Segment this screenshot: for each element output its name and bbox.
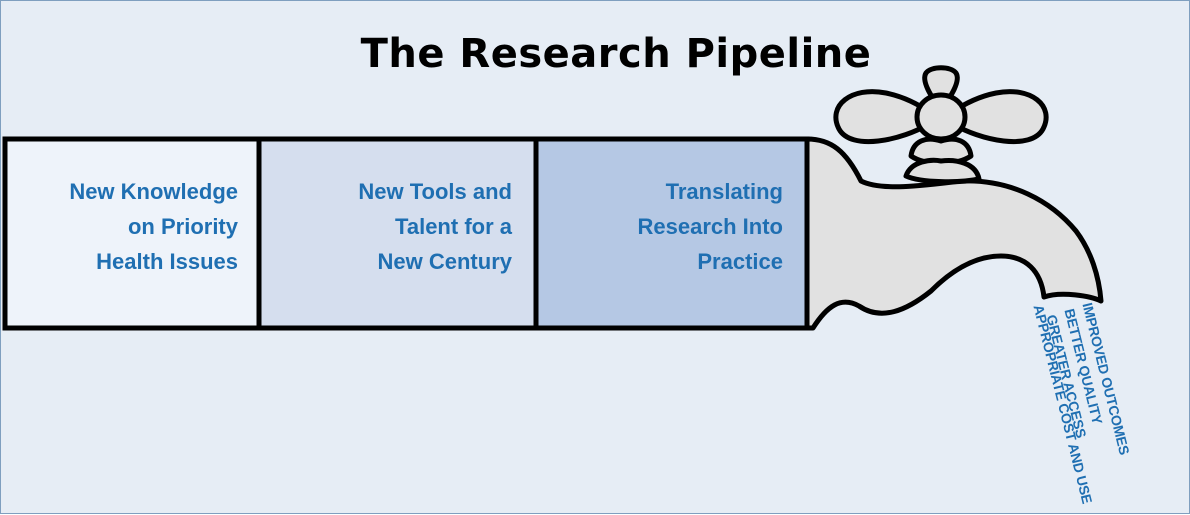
segment-3-line-3: Practice (697, 249, 783, 274)
segment-2-line-3: New Century (377, 249, 512, 274)
segment-3-label: Translating Research Into Practice (561, 174, 784, 279)
segment-1-label: New Knowledge on Priority Health Issues (31, 174, 238, 279)
faucet-spout (804, 136, 1104, 331)
faucet-stem-base (903, 157, 982, 185)
segment-2-label: New Tools and Talent for a New Century (301, 174, 512, 279)
segment-3-line-2: Research Into (637, 214, 784, 239)
segment-1-line-2: on Priority (127, 214, 238, 239)
pipe-segment-2 (256, 136, 539, 331)
segment-2-line-1: New Tools and (358, 179, 512, 204)
segment-1-line-1: New Knowledge (69, 179, 238, 204)
diagram-title: The Research Pipeline (360, 31, 872, 77)
pipe-segment-1 (2, 136, 262, 331)
segment-1-line-3: Health Issues (96, 249, 238, 274)
segment-3-line-1: Translating (665, 179, 783, 204)
segment-2-line-2: Talent for a (395, 214, 512, 239)
pipe-segment-3 (533, 136, 810, 331)
faucet-handle (833, 65, 1049, 144)
